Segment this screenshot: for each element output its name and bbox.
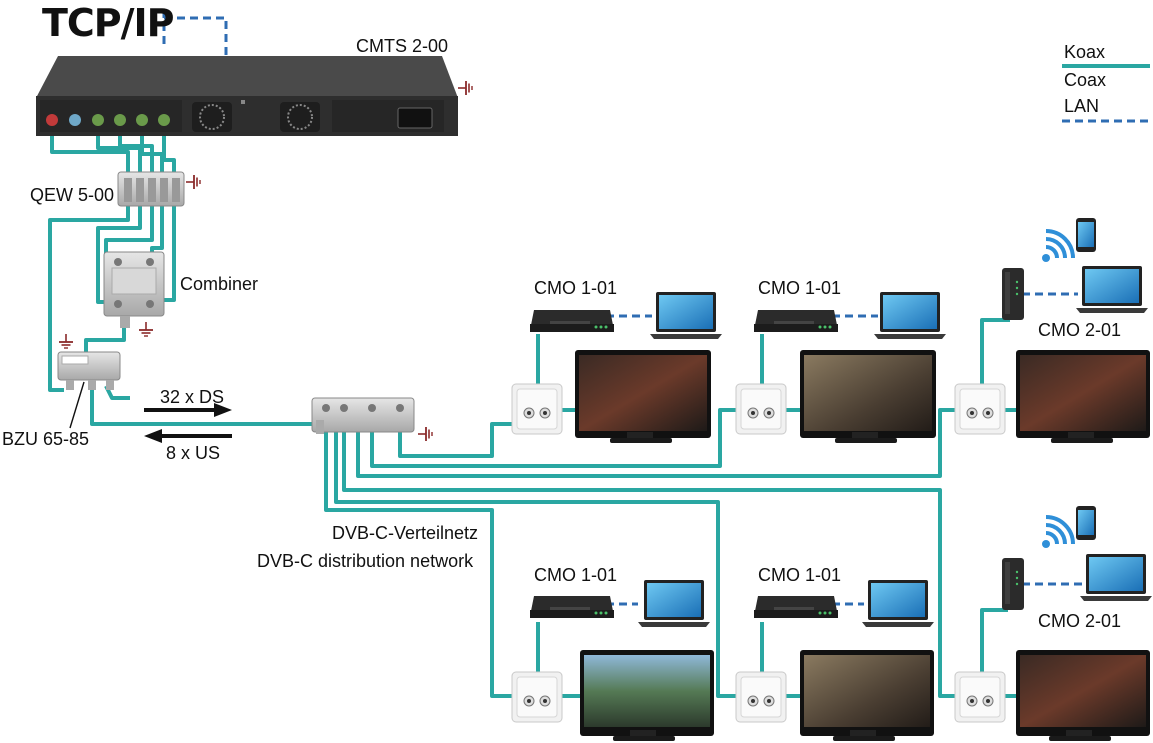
cmo-label-6: CMO 2-01: [1038, 611, 1122, 631]
wall-outlet-4: [511, 671, 563, 723]
cmts-device: [36, 56, 458, 136]
cmo-label-4: CMO 1-01: [534, 565, 618, 585]
laptop-4: [638, 580, 710, 627]
bzu-label: BZU 65-85: [2, 429, 90, 449]
title: TCP/IP: [42, 1, 175, 45]
laptop-1: [650, 292, 722, 339]
cmo-label-3: CMO 2-01: [1038, 320, 1122, 340]
wifi-modem-2: [1002, 558, 1024, 610]
tv-4: [580, 650, 714, 741]
us-arrow: [144, 429, 232, 443]
cable-modem-3: [530, 596, 614, 618]
wall-outlet-5: [735, 671, 787, 723]
us-label: 8 x US: [166, 443, 221, 463]
tv-6: [1016, 650, 1150, 741]
wall-outlet-3: [954, 383, 1006, 435]
legend-coax: Coax: [1064, 70, 1107, 90]
legend-lan: LAN: [1064, 96, 1100, 116]
distribution-splitter: [311, 397, 415, 434]
cable-modem-1: [530, 310, 614, 332]
wall-outlet-6: [954, 671, 1006, 723]
tv-2: [800, 350, 936, 443]
laptop-2: [874, 292, 946, 339]
distribution-label-de: DVB-C-Verteilnetz: [332, 523, 479, 543]
wall-outlet-1: [511, 383, 563, 435]
ds-label: 32 x DS: [160, 387, 225, 407]
wifi-modem-1: [1002, 268, 1024, 320]
phone-2: [1076, 506, 1096, 540]
combiner-label: Combiner: [180, 274, 259, 294]
cable-modem-4: [754, 596, 838, 618]
ds-arrow: [144, 403, 232, 417]
cmo-label-1: CMO 1-01: [534, 278, 618, 298]
qew-device: [117, 171, 185, 207]
distribution-label-en: DVB-C distribution network: [257, 551, 474, 571]
cable-modem-2: [754, 310, 838, 332]
wall-outlet-2: [735, 383, 787, 435]
lan-lines: [162, 10, 1150, 606]
laptop-6: [1080, 554, 1152, 601]
tv-1: [575, 350, 711, 443]
laptop-5: [862, 580, 934, 627]
bzu-device: [57, 351, 121, 390]
cmts-label: CMTS 2-00: [356, 36, 449, 56]
wifi-icon-1: [1040, 229, 1075, 264]
cmo-label-2: CMO 1-01: [758, 278, 842, 298]
tv-3: [1016, 350, 1150, 443]
tv-5: [800, 650, 934, 741]
laptop-3: [1076, 266, 1148, 313]
wifi-icon-2: [1040, 515, 1075, 550]
cmo-label-5: CMO 1-01: [758, 565, 842, 585]
legend-koax: Koax: [1064, 42, 1106, 62]
phone-1: [1076, 218, 1096, 252]
combiner-device: [103, 251, 165, 328]
qew-label: QEW 5-00: [30, 185, 115, 205]
